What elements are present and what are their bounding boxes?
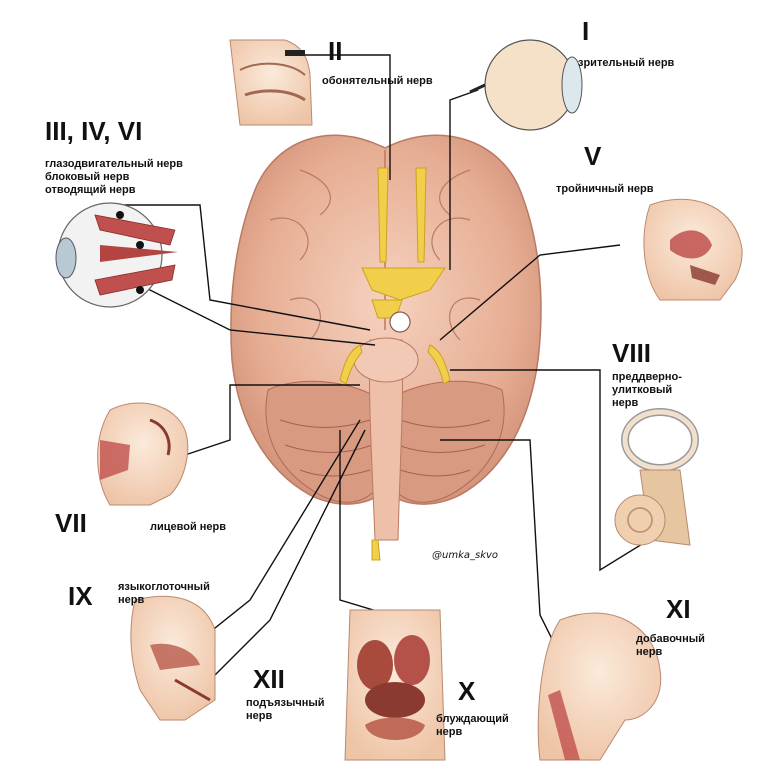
name-VIII-1: преддверно- (612, 371, 682, 383)
torso-vagus-illustration (344, 609, 446, 761)
numeral-II: II (328, 36, 342, 66)
name-XI-2: нерв (636, 646, 662, 658)
name-I: зрительный нерв (578, 57, 675, 69)
head-facial-illustration (97, 402, 189, 506)
name-XII-2: нерв (246, 710, 272, 722)
eye-illustration-optic (469, 39, 583, 131)
name-VIII-2: улитковый (612, 384, 672, 396)
name-XII-1: подъязычный (246, 697, 325, 709)
head-trigeminal-illustration (643, 198, 743, 301)
nerve-bundles (339, 167, 451, 561)
numeral-VII: VII (55, 508, 87, 538)
watermark: @umka_skvo (432, 550, 498, 561)
name-VIII-3: нерв (612, 397, 638, 409)
head-glossopharyngeal-illustration (130, 595, 216, 721)
name-XI-1: добавочный (636, 633, 705, 645)
numeral-III-IV-VI: III, IV, VI (45, 116, 142, 146)
numeral-IX: IX (68, 581, 93, 611)
numeral-VIII: VIII (612, 338, 651, 368)
labels: I зрительный нерв II обонятельный нерв I… (45, 16, 705, 738)
nose-illustration (229, 39, 313, 126)
name-IX-1: языкоглоточный (118, 581, 210, 593)
inner-ear-illustration (614, 408, 699, 546)
name-VI: отводящий нерв (45, 184, 136, 196)
numeral-XI: XI (666, 594, 691, 624)
eye-muscles-illustration (55, 202, 178, 308)
name-V: тройничный нерв (556, 183, 654, 195)
numeral-XII: XII (253, 664, 285, 694)
numeral-I: I (582, 16, 589, 46)
head-accessory-illustration (537, 612, 662, 761)
name-X-2: нерв (436, 726, 462, 738)
name-IV: блоковый нерв (45, 171, 130, 183)
name-III: глазодвигательный нерв (45, 158, 183, 170)
name-X-1: блуждающий (436, 713, 509, 725)
numeral-X: X (458, 676, 476, 706)
name-IX-2: нерв (118, 594, 144, 606)
name-VII: лицевой нерв (150, 521, 226, 533)
numeral-V: V (584, 141, 602, 171)
name-II: обонятельный нерв (322, 75, 433, 87)
